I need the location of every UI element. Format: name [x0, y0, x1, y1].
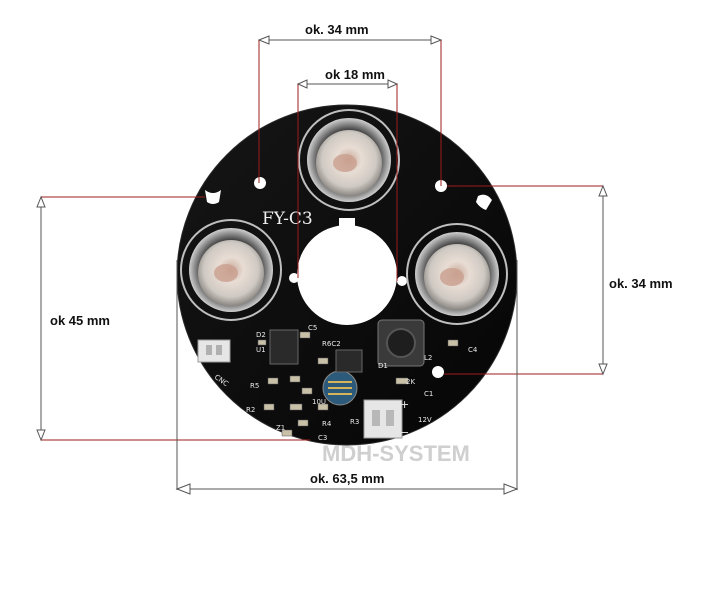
label-r4: R4: [322, 420, 332, 428]
label-u1: U1: [256, 346, 266, 354]
center-hole: [297, 225, 397, 325]
dimension-right-height: ok. 34 mm: [444, 184, 673, 376]
label-c3: C3: [318, 434, 327, 442]
ir-led: [298, 109, 400, 211]
mount-hole: [397, 276, 407, 286]
dimension-left-height: ok 45 mm: [36, 195, 310, 442]
label-ldr: 10U: [312, 398, 326, 406]
label-r6c2: R6C2: [322, 340, 341, 348]
dim-label-left: ok 45 mm: [50, 313, 110, 328]
dim-label-top: ok. 34 mm: [305, 22, 369, 37]
label-plus: +: [400, 398, 409, 411]
photoresistor: [322, 370, 358, 406]
silkscreen-labels: D2 U1 C5 R6C2 D1 L2 C4 R5 R2 Z1 C3 R4 R3…: [213, 324, 478, 442]
inductor: [377, 319, 425, 367]
dimension-inner-width: ok 18 mm: [296, 67, 399, 281]
label-l2: L2: [424, 354, 432, 362]
mount-hole: [289, 273, 299, 283]
model-label: FY-C3: [262, 209, 313, 229]
label-12v: 12V: [418, 416, 432, 424]
label-z1: Z1: [276, 424, 285, 432]
mount-hole: [254, 177, 266, 189]
label-c4: C4: [468, 346, 478, 354]
power-connector: [363, 399, 403, 439]
ic-chip: [269, 329, 299, 365]
label-r3: R3: [350, 418, 359, 426]
ic-chip: [335, 349, 363, 373]
smd-components: [257, 331, 459, 437]
ir-led: [180, 219, 282, 321]
ir-led: [406, 223, 508, 325]
dim-label-right: ok. 34 mm: [609, 276, 673, 291]
dimension-top-width: ok. 34 mm: [257, 22, 443, 186]
dimension-bottom-width: ok. 63,5 mm: [175, 260, 519, 495]
label-c5: C5: [308, 324, 317, 332]
watermark: MDH-SYSTEM: [322, 441, 470, 466]
connector-cnc: [197, 339, 231, 363]
label-d2: D2: [256, 331, 266, 339]
pcb-board: FY-C3: [176, 104, 518, 446]
label-r5: R5: [250, 382, 259, 390]
mount-hole: [432, 366, 444, 378]
label-2k: 2K: [406, 378, 415, 386]
label-r2: R2: [246, 406, 255, 414]
label-c1: C1: [424, 390, 433, 398]
dim-label-bottom: ok. 63,5 mm: [310, 471, 384, 486]
label-minus: −: [400, 426, 409, 439]
dim-label-inner: ok 18 mm: [325, 67, 385, 82]
label-d1: D1: [378, 362, 388, 370]
